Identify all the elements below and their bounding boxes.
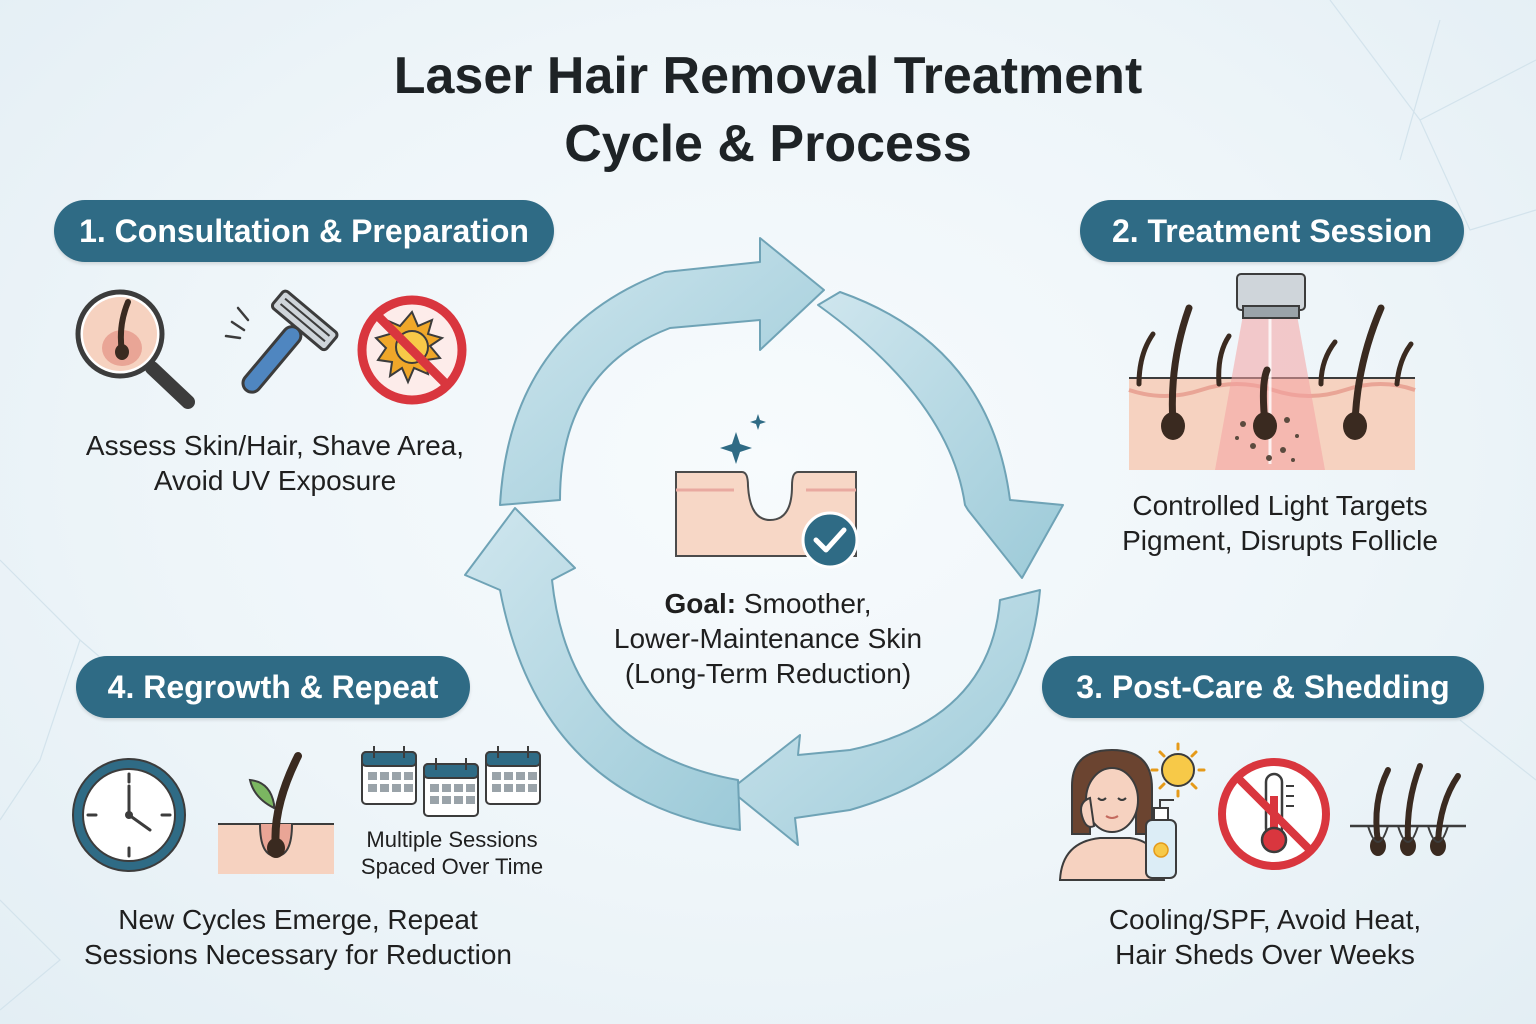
step-1-desc-line-2: Avoid UV Exposure — [153, 465, 397, 496]
no-sun-icon — [357, 295, 467, 405]
sunscreen-bottle-icon — [1145, 799, 1177, 879]
title-line-2: Cycle & Process — [564, 115, 972, 173]
arrow-2-to-3 — [817, 291, 1064, 579]
no-heat-icon — [1218, 758, 1330, 870]
sessions-line-1: Multiple Sessions — [366, 827, 538, 852]
step-4-pill: 4. Regrowth & Repeat — [76, 656, 470, 718]
step-1-pill: 1. Consultation & Preparation — [54, 200, 554, 262]
step-3-pill: 3. Post-Care & Shedding — [1042, 656, 1484, 718]
sessions-line-2: Spaced Over Time — [360, 854, 544, 879]
sessions-note: Multiple Sessions Spaced Over Time — [352, 826, 552, 880]
step-1-description: Assess Skin/Hair, Shave Area, Avoid UV E… — [40, 428, 510, 498]
step-1-desc-line-1: Assess Skin/Hair, Shave Area, — [85, 430, 465, 461]
step-2-pill: 2. Treatment Session — [1080, 200, 1464, 262]
step-4-description: New Cycles Emerge, Repeat Sessions Neces… — [40, 902, 556, 972]
checkmark-icon — [801, 511, 859, 569]
magnifier-skin-icon — [75, 289, 195, 409]
clock-icon — [72, 758, 186, 872]
step-2-desc-line-2: Pigment, Disrupts Follicle — [1122, 525, 1438, 556]
step-4-desc-line-2: Sessions Necessary for Reduction — [84, 939, 512, 970]
step-3-desc-line-1: Cooling/SPF, Avoid Heat, — [1108, 904, 1422, 935]
goal-label: Goal: — [664, 588, 737, 619]
smooth-skin-icon — [675, 414, 859, 569]
goal-text: Goal: Smoother, Lower-Maintenance Skin (… — [568, 586, 968, 691]
step-2-description: Controlled Light Targets Pigment, Disrup… — [1060, 488, 1500, 558]
face-cooling-icon — [1058, 742, 1206, 881]
laser-follicle-icon — [1128, 273, 1416, 470]
title-line-1: Laser Hair Removal Treatment — [393, 47, 1143, 105]
arrow-1-to-2 — [499, 237, 825, 506]
sparkle-icon — [720, 414, 766, 464]
goal-line-2: Lower-Maintenance Skin — [613, 623, 923, 654]
step-3-description: Cooling/SPF, Avoid Heat, Hair Sheds Over… — [1040, 902, 1490, 972]
shedding-hair-icon — [1350, 763, 1466, 856]
arrow-4-to-1 — [464, 507, 741, 831]
calendar-icon — [361, 746, 541, 817]
step-2-desc-line-1: Controlled Light Targets — [1132, 490, 1428, 521]
step-3-desc-line-2: Hair Sheds Over Weeks — [1115, 939, 1415, 970]
goal-line-1: Smoother, — [743, 588, 872, 619]
page-title: Laser Hair Removal Treatment Cycle & Pro… — [0, 42, 1536, 178]
sun-icon — [1150, 742, 1206, 798]
goal-line-3: (Long-Term Reduction) — [624, 658, 912, 689]
regrowth-sprout-icon — [218, 752, 334, 874]
step-4-desc-line-1: New Cycles Emerge, Repeat — [118, 904, 478, 935]
razor-icon — [224, 289, 339, 394]
arrow-3-to-4 — [729, 589, 1041, 846]
